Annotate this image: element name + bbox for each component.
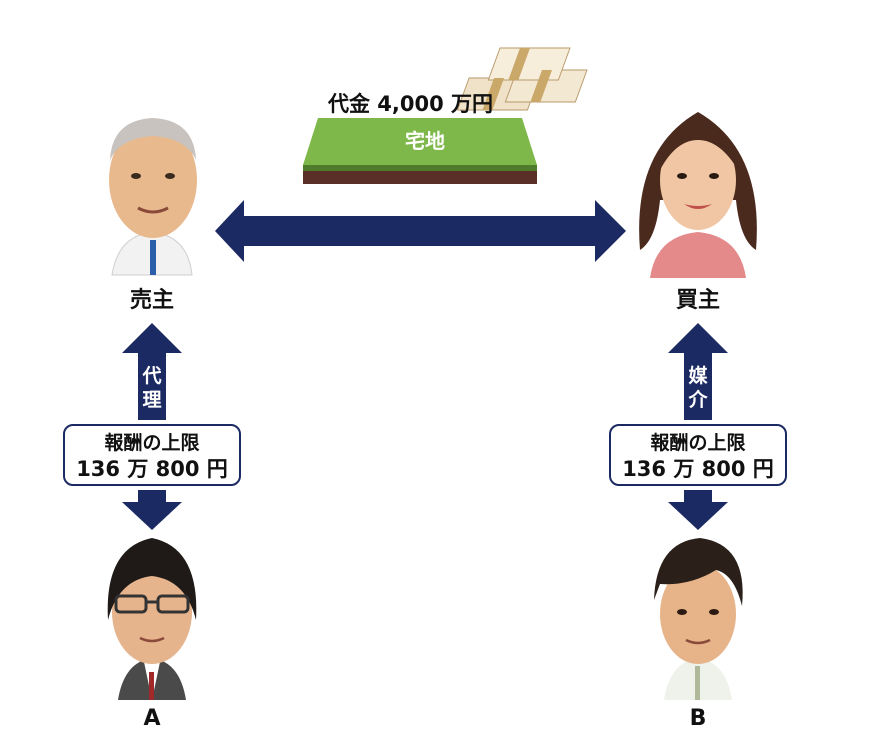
agency-arrow-down-left: [122, 490, 182, 530]
buyer-portrait-icon: [639, 112, 757, 278]
fee-box-left: 報酬の上限 136 万 800 円: [63, 424, 241, 486]
land-label: 宅地: [405, 129, 445, 153]
brokerage-char-1: 媒: [688, 365, 708, 387]
brokerage-char-2: 介: [688, 389, 708, 411]
agency-char-1: 代: [142, 365, 162, 387]
land-block: [303, 118, 537, 184]
fee-box-right: 報酬の上限 136 万 800 円: [609, 424, 787, 486]
agency-relation-label: 代 理: [138, 364, 166, 412]
agent-b-label: B: [689, 706, 707, 731]
agent-b-portrait-icon: [654, 538, 743, 700]
brokerage-arrow-up-right: [668, 323, 728, 420]
price-label: 代金 4,000 万円: [328, 92, 494, 116]
seller-label: 売主: [129, 288, 174, 313]
fee-left-line2: 136 万 800 円: [76, 457, 228, 481]
buyer-label: 買主: [675, 288, 720, 313]
fee-right-line1: 報酬の上限: [650, 432, 746, 454]
brokerage-arrow-down-right: [668, 490, 728, 530]
money-bundles-icon: [456, 47, 588, 111]
agency-char-2: 理: [142, 389, 162, 411]
fee-right-line2: 136 万 800 円: [622, 457, 774, 481]
transaction-double-arrow: [215, 200, 626, 262]
seller-portrait-icon: [109, 118, 197, 276]
agency-arrow-up-left: [122, 323, 182, 420]
brokerage-relation-label: 媒 介: [684, 364, 712, 412]
agent-a-label: A: [143, 706, 161, 731]
agent-a-portrait-icon: [107, 538, 197, 700]
fee-left-line1: 報酬の上限: [104, 432, 200, 454]
